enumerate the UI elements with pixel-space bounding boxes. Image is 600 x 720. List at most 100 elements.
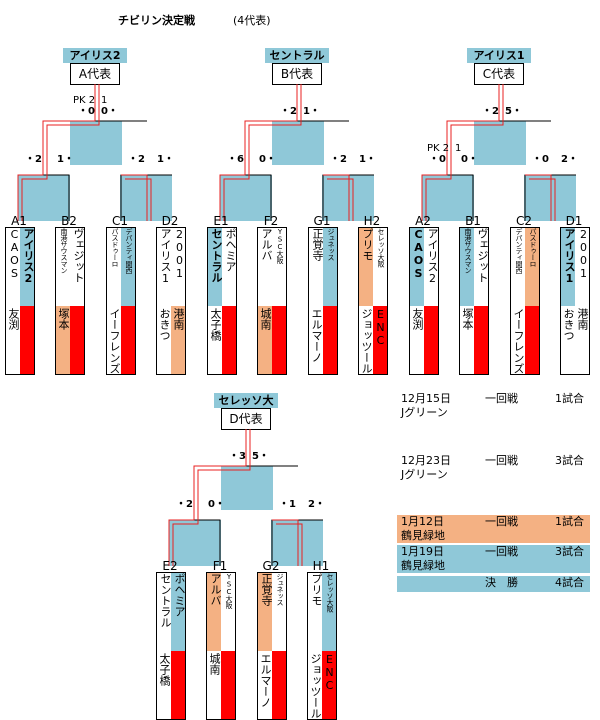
team-card[interactable]: 正覚寺ジュネッスエルマーノ	[257, 572, 287, 720]
bracket-lines	[421, 84, 576, 221]
result-cell	[373, 306, 387, 374]
schedule-round: 一回戦	[485, 545, 518, 558]
team-card[interactable]: 南港サウスマンヴェジット塚本	[55, 227, 85, 375]
right-shade	[271, 520, 323, 566]
team-slot-label: G2	[262, 559, 280, 573]
semifinal-score: ・2	[128, 154, 145, 165]
venue-name: 太子橋	[209, 308, 222, 341]
team-name-column: ポヘミア	[222, 228, 236, 306]
team-slot-label: B2	[61, 214, 77, 228]
team-card[interactable]: 正覚寺ジュネッスエルマーノ	[308, 227, 338, 375]
venue-cell	[208, 306, 222, 374]
pk-score: PK 2	[73, 95, 96, 106]
venue-cell	[6, 306, 20, 374]
page-subtitle: (4代表)	[233, 14, 271, 27]
venue-name: イーフレンズ	[108, 308, 121, 374]
team-slot-label: H2	[363, 214, 381, 228]
semi-path-a	[525, 174, 552, 221]
result-cell	[171, 306, 185, 374]
venue-name: おきつ	[562, 308, 575, 341]
team-name-column: 正覚寺	[309, 228, 323, 306]
schedule-date: 12月15日	[401, 392, 451, 405]
schedule-row	[397, 576, 590, 592]
final-shade	[70, 121, 122, 165]
schedule-date: 12月23日	[401, 454, 451, 467]
team-name-column: 2001	[575, 228, 589, 306]
schedule-match: 3試合	[555, 454, 584, 467]
team-name-column: デパンティ関西	[121, 228, 135, 306]
team-name-column: CAOS	[6, 228, 20, 306]
result-cell	[20, 306, 34, 374]
semi-path-a	[323, 174, 350, 221]
team-name-column: セントラル	[208, 228, 222, 306]
team-card[interactable]: 南港サウスマンヴェジット塚本	[459, 227, 489, 375]
schedule-round: 決 勝	[485, 576, 518, 589]
team-card[interactable]: セントラルポヘミア太子橋	[207, 227, 237, 375]
venue-cell	[258, 306, 272, 374]
schedule-match: 1試合	[555, 392, 584, 405]
right-shade	[524, 175, 576, 221]
schedule-venue: 鶴見緑地	[401, 529, 445, 542]
representative-box: C代表	[474, 63, 524, 85]
semifinal-score: ・0	[429, 154, 446, 165]
venue-name-2: ENC	[374, 308, 387, 347]
venue-name: おきつ	[158, 308, 171, 341]
semifinal-score: 0・	[208, 499, 225, 510]
team-name-column: セントラル	[157, 573, 171, 651]
team-slot-label: C1	[111, 214, 128, 228]
schedule-row	[397, 545, 590, 573]
final-score-right: 1・	[303, 106, 320, 117]
venue-name-2: 港南	[172, 308, 185, 330]
team-slot-label: F2	[263, 214, 279, 228]
pk-score: PK 2	[427, 143, 450, 154]
semifinal-score: ・1	[279, 499, 296, 510]
venue-name: エルマーノ	[310, 308, 323, 363]
team-name-column: ジュネッス	[272, 573, 286, 651]
team-name-column: ヴェジット	[70, 228, 84, 306]
right-shade	[322, 175, 374, 221]
semifinal-score: 2・	[561, 154, 578, 165]
team-card[interactable]: パスドゥーロデパンティ関西イーフレンズ	[106, 227, 136, 375]
semi-path-b	[529, 178, 556, 221]
team-name-column: プリモ	[308, 573, 322, 651]
winner-path-a	[168, 429, 247, 566]
team-slot-label: G1	[313, 214, 331, 228]
venue-name: 太子橋	[158, 653, 171, 686]
team-card[interactable]: セントラルポヘミア太子橋	[156, 572, 186, 720]
final-shade	[474, 121, 526, 165]
pk-score-right: 1	[455, 143, 462, 154]
team-name-column: パスドゥーロ	[525, 228, 539, 306]
team-slot-label: H1	[312, 559, 330, 573]
venue-name: 友渕	[7, 308, 20, 330]
venue-name-2: 港南	[576, 308, 589, 330]
venue-name: 城南	[208, 653, 221, 675]
team-slot-label: E1	[213, 214, 229, 228]
venue-name: 友渕	[411, 308, 424, 330]
schedule-row	[397, 515, 590, 543]
team-name-column: アイリス2	[424, 228, 438, 306]
venue-cell	[107, 306, 121, 374]
team-name-column: ヴェジット	[474, 228, 488, 306]
schedule-venue: Jグリーン	[401, 468, 448, 481]
team-name-column: アイリス1	[561, 228, 575, 306]
venue-name: 塚本	[57, 308, 70, 330]
team-slot-label: F1	[212, 559, 228, 573]
team-name-column: YSC大阪	[221, 573, 235, 651]
page-title: チビリン決定戦	[118, 14, 195, 27]
winner-path-b	[425, 84, 504, 221]
team-name-column: セレッソ大阪	[373, 228, 387, 306]
venue-cell	[157, 306, 171, 374]
team-card[interactable]: デパンティ関西パスドゥーロイーフレンズ	[510, 227, 540, 375]
winner-path-b	[21, 84, 100, 221]
team-name-column: ポヘミア	[171, 573, 185, 651]
venue-cell	[511, 306, 525, 374]
team-name-column: プリモ	[359, 228, 373, 306]
